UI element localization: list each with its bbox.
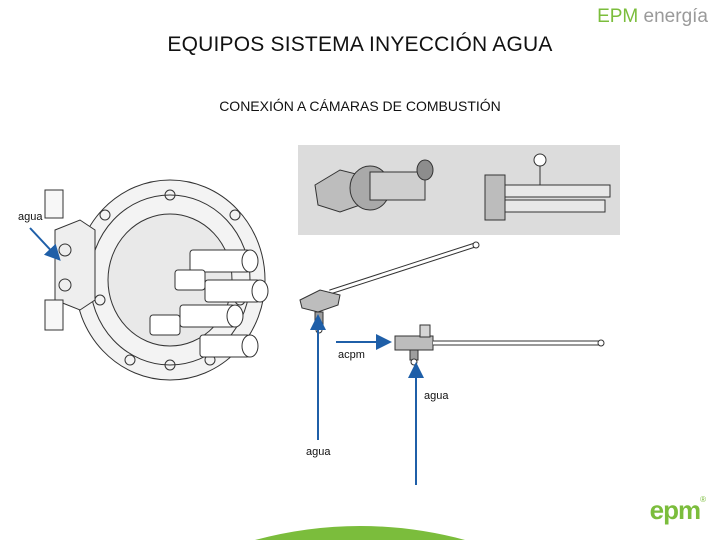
page-subtitle: CONEXIÓN A CÁMARAS DE COMBUSTIÓN [219,98,501,114]
injection-lance-drawing [299,241,480,334]
combustion-chamber-drawing [44,179,269,381]
nozzle-detail-drawing [298,145,620,235]
epm-logo: epm® [650,495,706,526]
epm-logo-text: epm [649,495,701,525]
flow-arrows [29,227,424,485]
arrow-agua-left [29,227,61,261]
lower-lance-drawing [394,324,605,366]
decorative-green-arc [255,526,465,540]
label-acpm: acpm [338,349,365,361]
brand-secondary: energía [643,6,708,27]
registered-mark: ® [700,495,706,504]
page-title: EQUIPOS SISTEMA INYECCIÓN AGUA [167,33,553,56]
label-agua-bottom: agua [306,446,331,458]
label-agua-left: agua [18,211,43,223]
label-agua-right: agua [424,390,449,402]
brand-primary: EPM [597,6,639,27]
brand-wordmark: EPM energía [597,6,708,28]
